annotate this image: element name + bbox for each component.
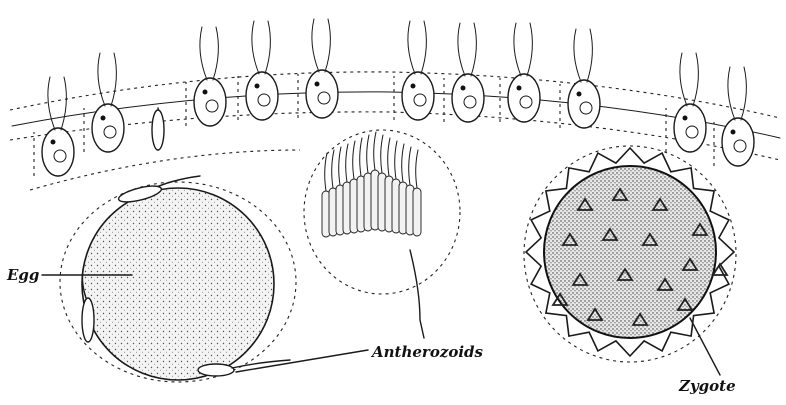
vegetative-cell bbox=[666, 53, 706, 152]
vegetative-cell bbox=[560, 29, 600, 128]
zygote-body bbox=[544, 166, 716, 338]
vegetative-cell bbox=[500, 23, 540, 122]
vegetative-cell bbox=[444, 23, 484, 122]
vegetative-cell bbox=[714, 67, 754, 166]
antherozoid-leader-line-2 bbox=[236, 350, 368, 372]
egg-group bbox=[60, 108, 296, 382]
vegetative-cell bbox=[298, 19, 338, 118]
zygote-leader-line bbox=[690, 318, 720, 375]
vegetative-cell bbox=[394, 21, 434, 120]
egg-cell bbox=[82, 188, 274, 380]
vegetative-cell bbox=[34, 77, 74, 176]
vegetative-cell bbox=[84, 53, 124, 152]
antherozoid-packet bbox=[304, 130, 460, 294]
zygote-label: Zygote bbox=[678, 377, 736, 395]
antherozoid-leader-line bbox=[410, 250, 424, 338]
vegetative-cell bbox=[186, 27, 226, 126]
zygote-group bbox=[524, 146, 736, 362]
egg-label: Egg bbox=[6, 266, 39, 284]
antherozoid bbox=[413, 150, 421, 236]
vegetative-cell bbox=[238, 21, 278, 120]
antherozoids-label: Antherozoids bbox=[370, 343, 484, 361]
vegetative-cells bbox=[34, 19, 754, 176]
